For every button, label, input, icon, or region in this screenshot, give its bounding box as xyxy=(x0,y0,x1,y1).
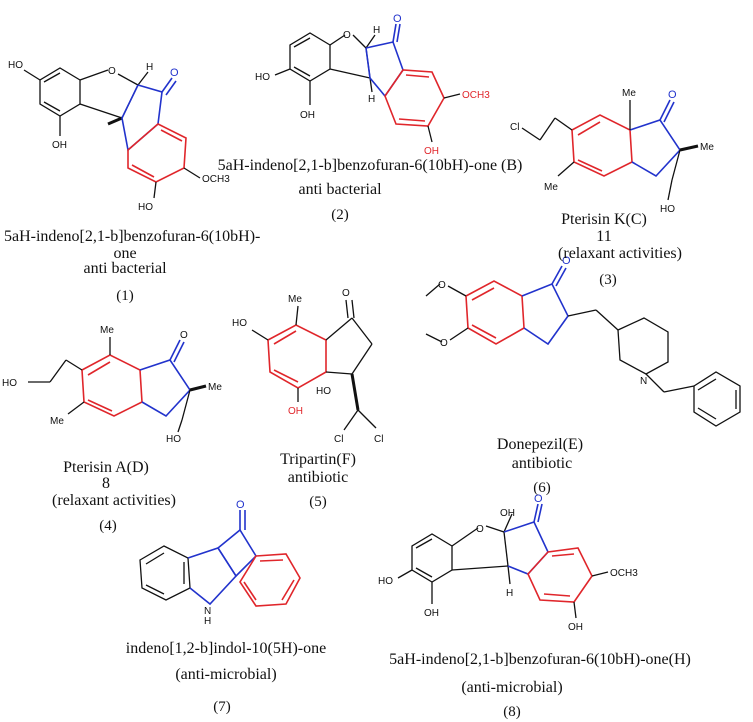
hydrogen-label: H xyxy=(506,588,513,599)
ketone-oxygen-label: O xyxy=(170,67,179,79)
hydrogen-label: H xyxy=(146,62,153,73)
compound-5-activity: antibiotic xyxy=(287,469,349,486)
compound-7-activity: (anti-microbial) xyxy=(175,666,277,683)
hydroxy-bottom-label: OH xyxy=(424,608,439,619)
compound-3-activity: (relaxant activities) xyxy=(558,245,682,262)
methoxy-oxygen-bottom-label: O xyxy=(440,338,448,349)
compound-1-number: (1) xyxy=(116,288,134,304)
methyl-left-label: Me xyxy=(50,416,64,427)
ring-oxygen-label: O xyxy=(343,30,351,41)
oh2-label: OH xyxy=(300,110,315,121)
hydrogen-bottom-label: H xyxy=(368,94,375,105)
compound-6-activity: antibiotic xyxy=(511,455,573,472)
structure-compound-4: HO Me Me Me O HO xyxy=(2,325,222,445)
compound-5-number: (5) xyxy=(309,494,327,510)
compound-8-activity: (anti-microbial) xyxy=(461,679,563,696)
compound-4-activity: (relaxant activities) xyxy=(52,492,176,509)
chlorine-left-label: Cl xyxy=(334,434,343,445)
ketone-oxygen-label: O xyxy=(668,89,677,101)
structure-compound-6: O O O N xyxy=(425,255,741,427)
oh1-label: HO xyxy=(8,60,23,71)
ketone-oxygen-label: O xyxy=(180,330,188,341)
compound-2-number: (2) xyxy=(331,207,349,223)
compound-8-number: (8) xyxy=(503,704,521,720)
nh-hydrogen-label: H xyxy=(204,616,211,627)
structure-compound-7: O N H xyxy=(139,499,301,627)
methyl-right-label: Me xyxy=(208,382,222,393)
methoxy-oxygen-top-label: O xyxy=(438,280,446,291)
compound-5-name: Tripartin(F) xyxy=(280,451,356,468)
structure-compound-5: HO Me O OH HO Cl Cl xyxy=(232,288,383,445)
methyl-left-label: Me xyxy=(544,182,558,193)
nitrogen-label: N xyxy=(640,376,647,387)
ketone-oxygen-label: O xyxy=(342,288,350,299)
compound-6-number: (6) xyxy=(533,480,551,496)
compound-2-name: 5aH-indeno[2,1-b]benzofuran-6(10bH)-one … xyxy=(217,157,523,174)
ketone-oxygen-label: O xyxy=(236,499,245,511)
ketone-oxygen-label: O xyxy=(534,493,543,505)
ketone-oxygen-label: O xyxy=(562,255,571,267)
compound-1-name-line1: 5aH-indeno[2,1-b]benzofuran-6(10bH)- xyxy=(4,228,261,245)
nh-nitrogen-label: N xyxy=(204,606,211,617)
structure-compound-2: HO OH O H H O OCH3 OH xyxy=(255,13,490,157)
methyl-top-label: Me xyxy=(100,325,114,336)
oh2-label: OH xyxy=(52,140,67,151)
methoxy-label: OCH3 xyxy=(462,90,490,101)
methoxy-label: OCH3 xyxy=(610,568,638,579)
hydroxy-top-label: OH xyxy=(500,508,515,519)
chlorine-right-label: Cl xyxy=(374,434,383,445)
compound-8-name: 5aH-indeno[2,1-b]benzofuran-6(10bH)-one(… xyxy=(389,651,691,668)
structure-compound-8: OH O O HO OH H OCH3 OH xyxy=(378,493,638,633)
oh3-label: OH xyxy=(424,146,439,157)
methoxy-label: OCH3 xyxy=(202,174,230,185)
compound-7-number: (7) xyxy=(213,699,231,715)
chlorine-label: Cl xyxy=(510,122,519,133)
oh3-label: HO xyxy=(138,202,153,213)
methyl-right-label: Me xyxy=(700,142,714,153)
methyl-label: Me xyxy=(288,294,302,305)
compound-2-activity: anti bacterial xyxy=(298,181,382,198)
compound-4-number: (4) xyxy=(99,518,117,534)
compound-4-name: Pterisin A(D) xyxy=(63,459,149,476)
compound-1-name-line2: one xyxy=(113,245,137,262)
hydroxy-ring-label: OH xyxy=(568,622,583,633)
ketone-oxygen-label: O xyxy=(393,13,402,25)
compound-4-ref: 8 xyxy=(102,475,110,492)
methyl-top-label: Me xyxy=(622,88,636,99)
hydroxy-bottom-label: OH xyxy=(288,406,303,417)
structure-compound-3: Cl Me Me Me O HO xyxy=(510,88,714,215)
compound-7-name: indeno[1,2-b]indol-10(5H)-one xyxy=(125,640,327,657)
hydrogen-top-label: H xyxy=(373,25,380,36)
compound-6-name: Donepezil(E) xyxy=(496,436,584,453)
hydroxy-top-label: HO xyxy=(232,318,247,329)
oh1-label: HO xyxy=(255,72,270,83)
hydroxymethyl-label: HO xyxy=(660,204,675,215)
ring-oxygen-label: O xyxy=(108,66,116,77)
hydroxymethyl-label: HO xyxy=(166,434,181,445)
ring-oxygen-label: O xyxy=(476,524,484,535)
hydroxy-left-label: HO xyxy=(2,378,17,389)
compound-3-number: (3) xyxy=(599,272,617,288)
structure-compound-1: HO OH O H O OCH3 HO xyxy=(8,60,230,213)
compound-3-name: Pterisin K(C) xyxy=(561,211,647,228)
compound-3-ref: 11 xyxy=(596,228,612,245)
hydroxy-center-label: HO xyxy=(316,386,331,397)
hydroxy-left-label: HO xyxy=(378,576,393,587)
compound-1-activity: anti bacterial xyxy=(83,260,167,277)
